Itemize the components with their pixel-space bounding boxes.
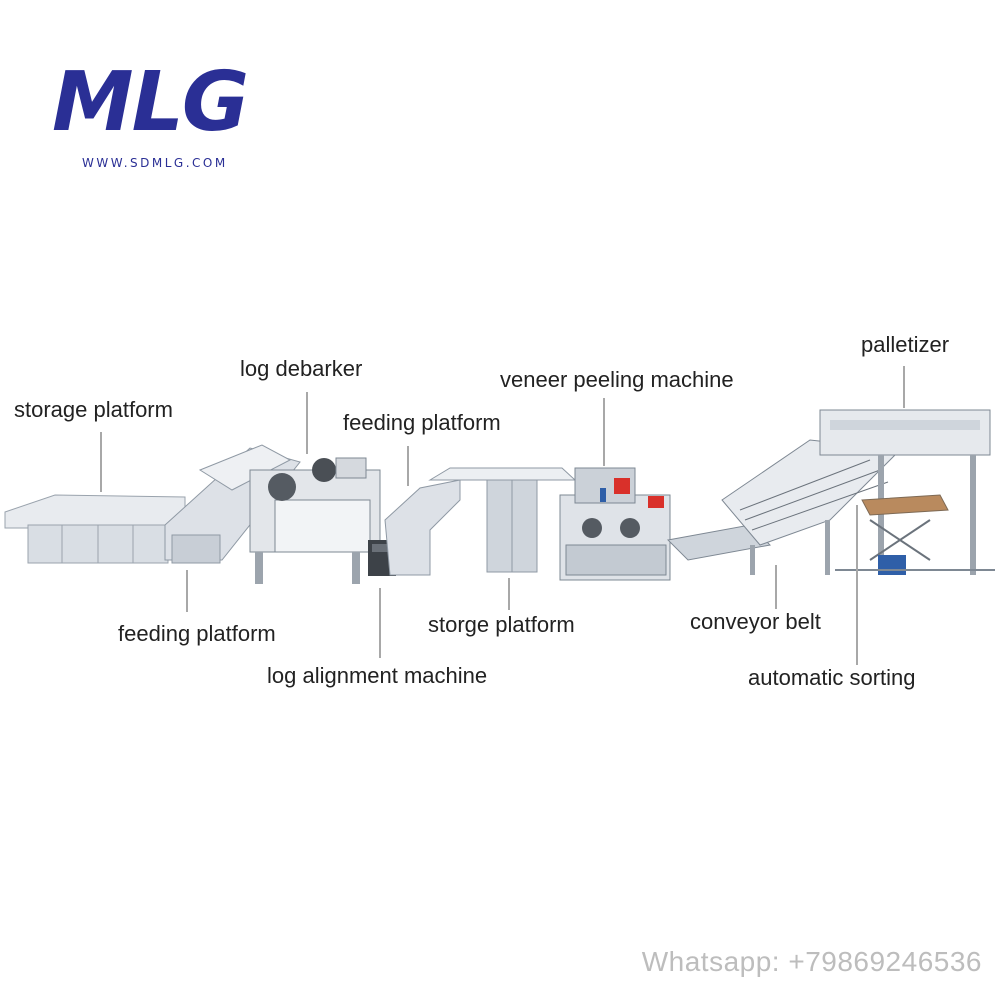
label-conveyor-belt: conveyor belt xyxy=(690,609,821,634)
leader-veneer-peeling-machine xyxy=(603,398,605,466)
label-automatic-sorting: automatic sorting xyxy=(748,665,916,690)
label-log-debarker: log debarker xyxy=(240,356,363,381)
leader-feeding-platform-bottom xyxy=(186,570,188,612)
feeding-platform-machine-2 xyxy=(384,479,461,576)
brand-name: MLG xyxy=(52,55,249,150)
leader-log-debarker xyxy=(306,392,308,454)
leader-storage-platform xyxy=(100,432,102,492)
leader-automatic-sorting xyxy=(856,505,858,665)
leader-conveyor-belt xyxy=(775,565,777,609)
log-debarker-machine xyxy=(249,457,381,584)
storage-platform-machine xyxy=(4,494,186,564)
veneer-peeling-machine xyxy=(559,467,671,581)
mlg-logo: MLG WWW.SDMLG.COM xyxy=(52,62,277,180)
whatsapp-watermark: Whatsapp: +79869246536 xyxy=(641,946,982,977)
label-storge-platform: storge platform xyxy=(428,612,575,637)
leader-storge-platform xyxy=(508,578,510,610)
label-storage-platform: storage platform xyxy=(14,397,173,422)
palletizer-machine xyxy=(819,409,995,575)
brand-website: WWW.SDMLG.COM xyxy=(82,156,228,170)
label-palletizer: palletizer xyxy=(861,332,950,357)
leader-log-alignment-machine xyxy=(379,588,381,658)
storge-platform-machine xyxy=(428,467,577,573)
label-feeding-platform-bottom: feeding platform xyxy=(118,621,276,646)
conveyor-belt-machine xyxy=(666,439,902,575)
leader-palletizer xyxy=(903,366,905,408)
label-log-alignment-machine: log alignment machine xyxy=(267,663,488,688)
label-veneer-peeling-machine: veneer peeling machine xyxy=(500,367,734,392)
label-feeding-platform-top: feeding platform xyxy=(343,410,501,435)
leader-feeding-platform-top xyxy=(407,446,409,486)
